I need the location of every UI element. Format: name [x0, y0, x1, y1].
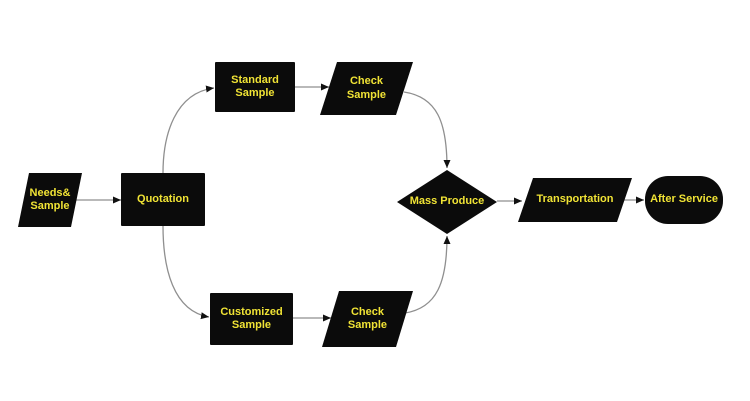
edge-check-sample-top-to-mass-produce: [403, 91, 451, 169]
node-customized-sample: Customized Sample: [210, 293, 293, 345]
node-quotation: Quotation: [121, 173, 205, 226]
node-check-sample-top: Check Sample: [320, 62, 413, 115]
node-after-service: After Service: [645, 176, 723, 224]
node-check-sample-bottom-label: Check Sample: [347, 305, 388, 331]
edge-check-sample-bottom-to-mass-produce: [404, 235, 451, 314]
node-check-sample-top-label: Check Sample: [346, 75, 387, 101]
node-standard-sample: Standard Sample: [215, 62, 295, 112]
node-transportation: Transportation: [518, 178, 632, 222]
node-mass-produce-label: Mass Produce: [409, 195, 485, 208]
node-quotation-label: Quotation: [137, 192, 189, 205]
edge-quotation-to-standard-sample: [162, 85, 215, 174]
node-needs-sample-label: Needs& Sample: [29, 186, 71, 212]
edge-quotation-to-customized-sample: [162, 225, 210, 320]
node-transportation-label: Transportation: [536, 193, 614, 206]
node-customized-sample-label: Customized Sample: [220, 305, 283, 331]
node-standard-sample-label: Standard Sample: [231, 73, 279, 99]
node-needs-sample: Needs& Sample: [18, 173, 82, 227]
node-check-sample-bottom: Check Sample: [322, 291, 413, 347]
node-after-service-label: After Service: [650, 193, 718, 206]
